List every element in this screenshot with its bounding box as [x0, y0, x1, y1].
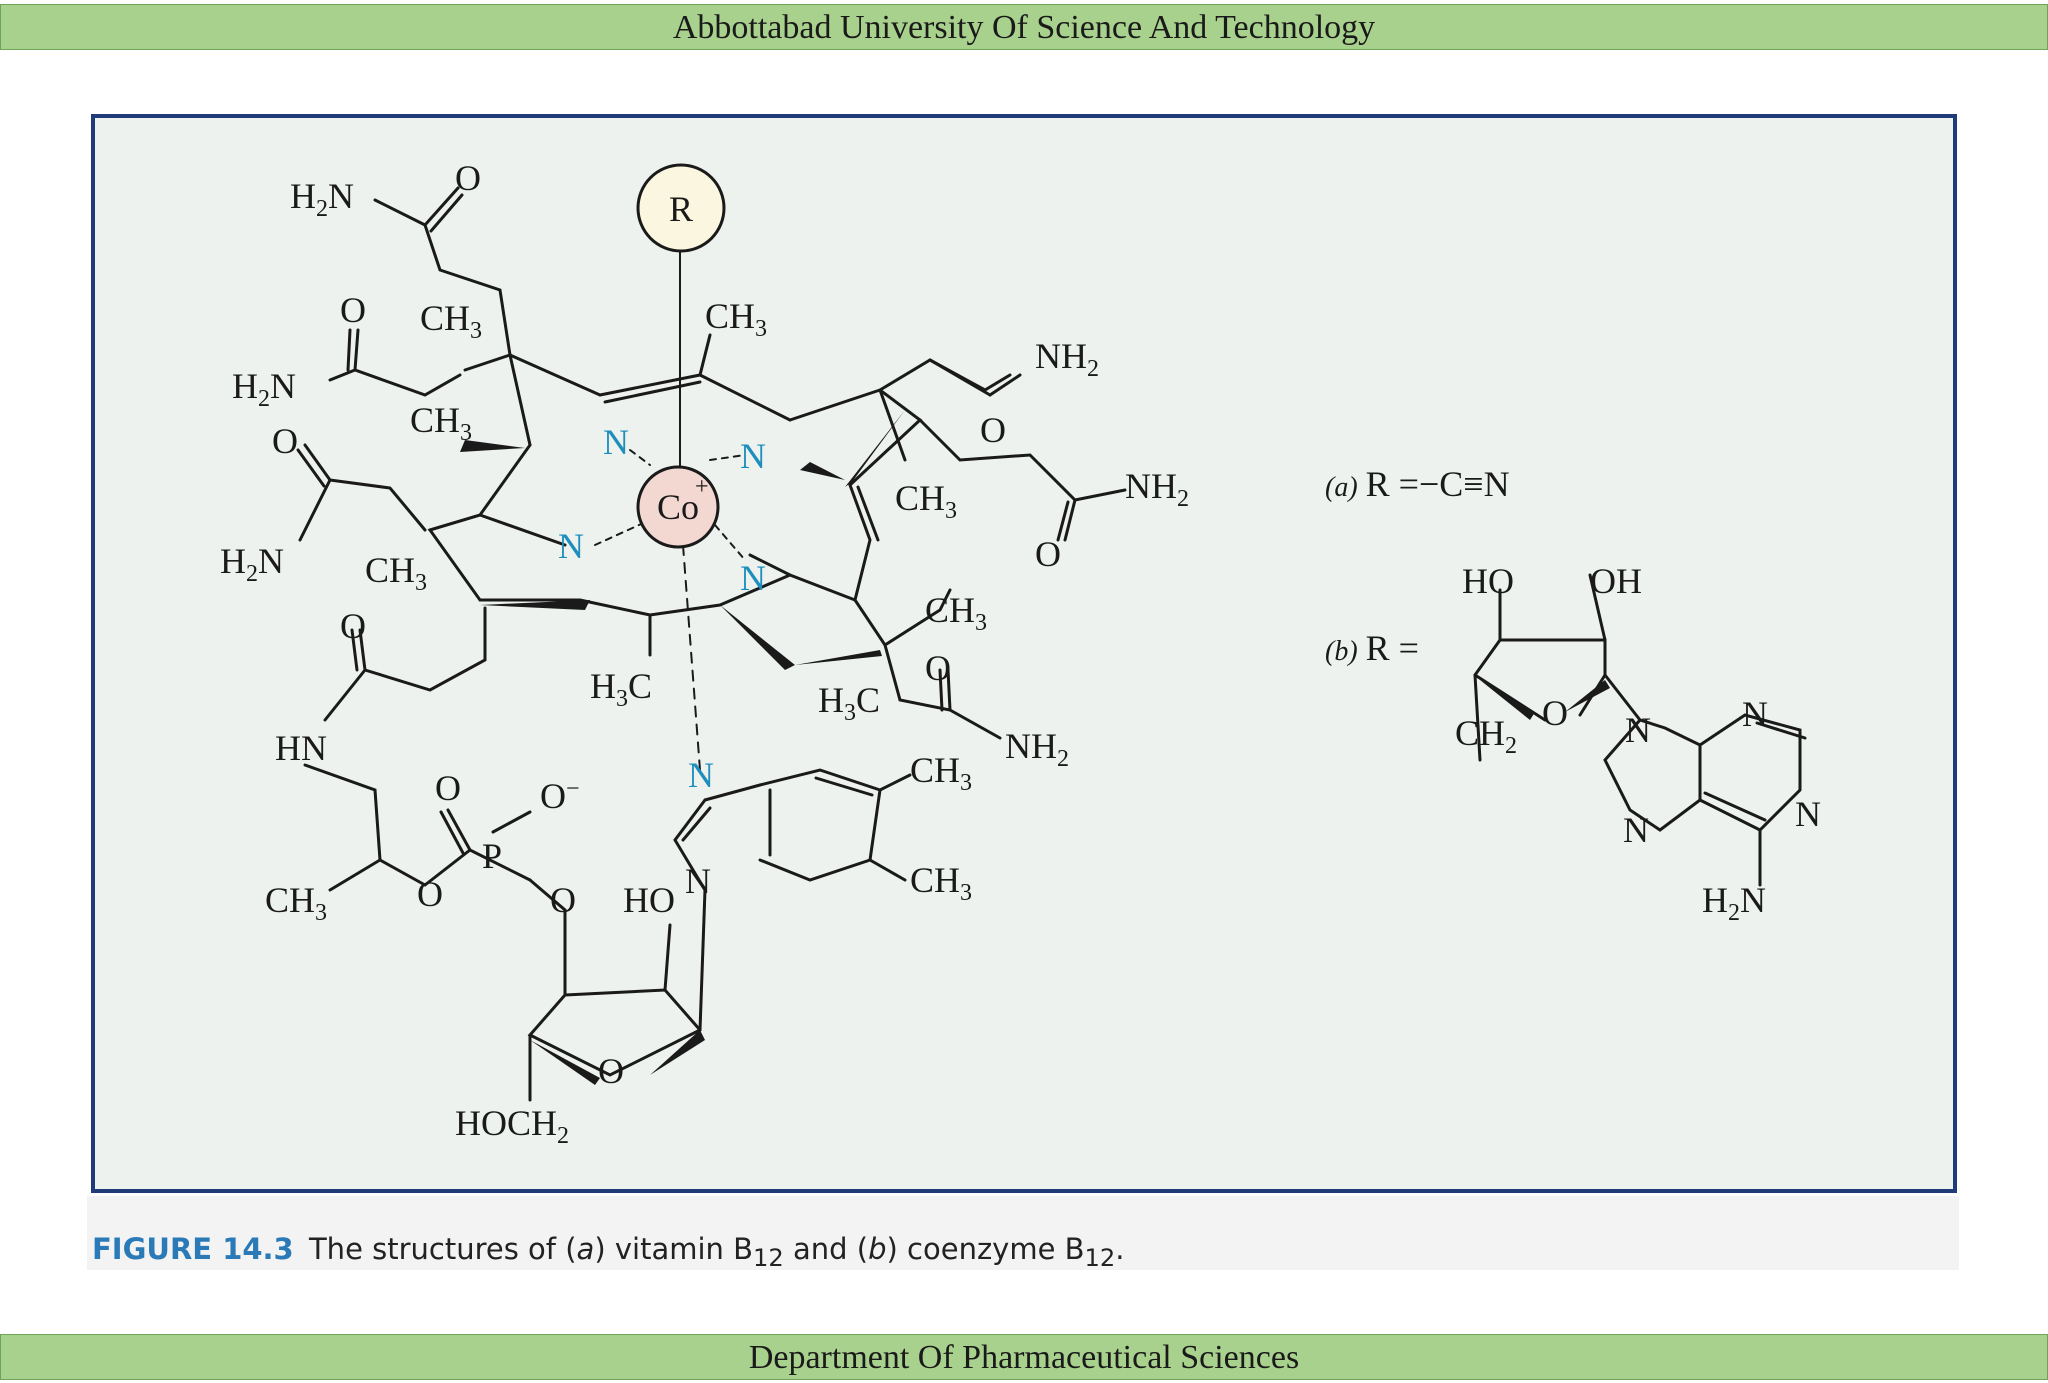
r-group-label: R: [669, 189, 693, 229]
carbonyl-o-label: O: [980, 410, 1006, 450]
option-a-label: (a)R =−C≡N: [1325, 464, 1510, 504]
methyl-label: H3C: [818, 680, 880, 726]
phosphate-o-minus-label: O−: [540, 776, 580, 816]
phosphorus-label: P: [482, 836, 502, 876]
hydroxyl-label: HO: [1462, 561, 1514, 601]
carbonyl-o-label: O: [925, 648, 951, 688]
hydroxyl-label: OH: [1590, 561, 1642, 601]
ester-o-label: O: [417, 874, 443, 914]
r-group-circle: [636, 163, 726, 253]
cobalt-circle: [636, 465, 720, 549]
ribose-o-label: O: [1542, 693, 1568, 733]
caption-background: [87, 1196, 1959, 1270]
methyl-label: CH3: [910, 750, 972, 796]
adenine-n-label: N: [1625, 710, 1651, 750]
ring-n-label: N: [740, 558, 766, 598]
wedge-bonds: [460, 410, 1610, 1085]
carbonyl-o-label: O: [340, 606, 366, 646]
option-b-label: (b)R =: [1325, 628, 1419, 668]
header-title: Abbottabad University Of Science And Tec…: [672, 9, 1376, 46]
methyl-label: CH3: [265, 880, 327, 926]
figure-panel: [91, 114, 1957, 1193]
amine-label: H2N: [1702, 880, 1766, 926]
methyl-label: CH3: [705, 296, 767, 342]
hydroxyl-label: HO: [623, 880, 675, 920]
methyl-label: CH3: [925, 590, 987, 636]
amide-nh2-label: NH2: [1125, 466, 1189, 512]
ring-n-label: N: [558, 526, 584, 566]
carbonyl-o-label: O: [455, 158, 481, 198]
figure-number: FIGURE 14.3: [92, 1232, 294, 1266]
methyl-label: CH3: [910, 860, 972, 906]
methylene-label: CH2: [1455, 713, 1517, 759]
phosphate-o-label: O: [435, 768, 461, 808]
footer-banner: Department Of Pharmaceutical Sciences: [0, 1334, 2048, 1380]
methyl-label: CH3: [365, 550, 427, 596]
bond-lines: [296, 186, 1807, 1102]
amide-hn-label: HN: [275, 728, 327, 768]
benzimidazole-n-label: N: [685, 861, 711, 901]
carbonyl-o-label: O: [1035, 534, 1061, 574]
amide-nh2-label: NH2: [1035, 336, 1099, 382]
carbonyl-o-label: O: [340, 290, 366, 330]
methyl-label: CH3: [420, 298, 482, 344]
methyl-label: H3C: [590, 666, 652, 712]
ring-n-label: N: [603, 422, 629, 462]
methyl-label: CH3: [895, 478, 957, 524]
header-banner: Abbottabad University Of Science And Tec…: [0, 4, 2048, 50]
amide-nh2-label: NH2: [1005, 726, 1069, 772]
adenine-n-label: N: [1795, 794, 1821, 834]
amide-h2n-label: H2N: [232, 366, 296, 412]
footer-title: Department Of Pharmaceutical Sciences: [748, 1339, 1300, 1376]
adenine-n-label: N: [1742, 694, 1768, 734]
ester-o-label: O: [550, 880, 576, 920]
hydroxymethyl-label: HOCH2: [455, 1103, 569, 1149]
amide-h2n-label: H2N: [220, 541, 284, 587]
ring-n-label: N: [740, 436, 766, 476]
benzimidazole-n-label: N: [688, 755, 714, 795]
amide-h2n-label: H2N: [290, 176, 354, 222]
cobalt-charge: +: [695, 474, 709, 500]
carbonyl-o-label: O: [272, 421, 298, 461]
ribose-o-label: O: [598, 1051, 624, 1091]
adenine-n-label: N: [1623, 810, 1649, 850]
cobalt-label: Co: [657, 487, 699, 527]
methyl-label: CH3: [410, 400, 472, 446]
figure-caption: FIGURE 14.3 The structures of (a) vitami…: [92, 1232, 1125, 1272]
